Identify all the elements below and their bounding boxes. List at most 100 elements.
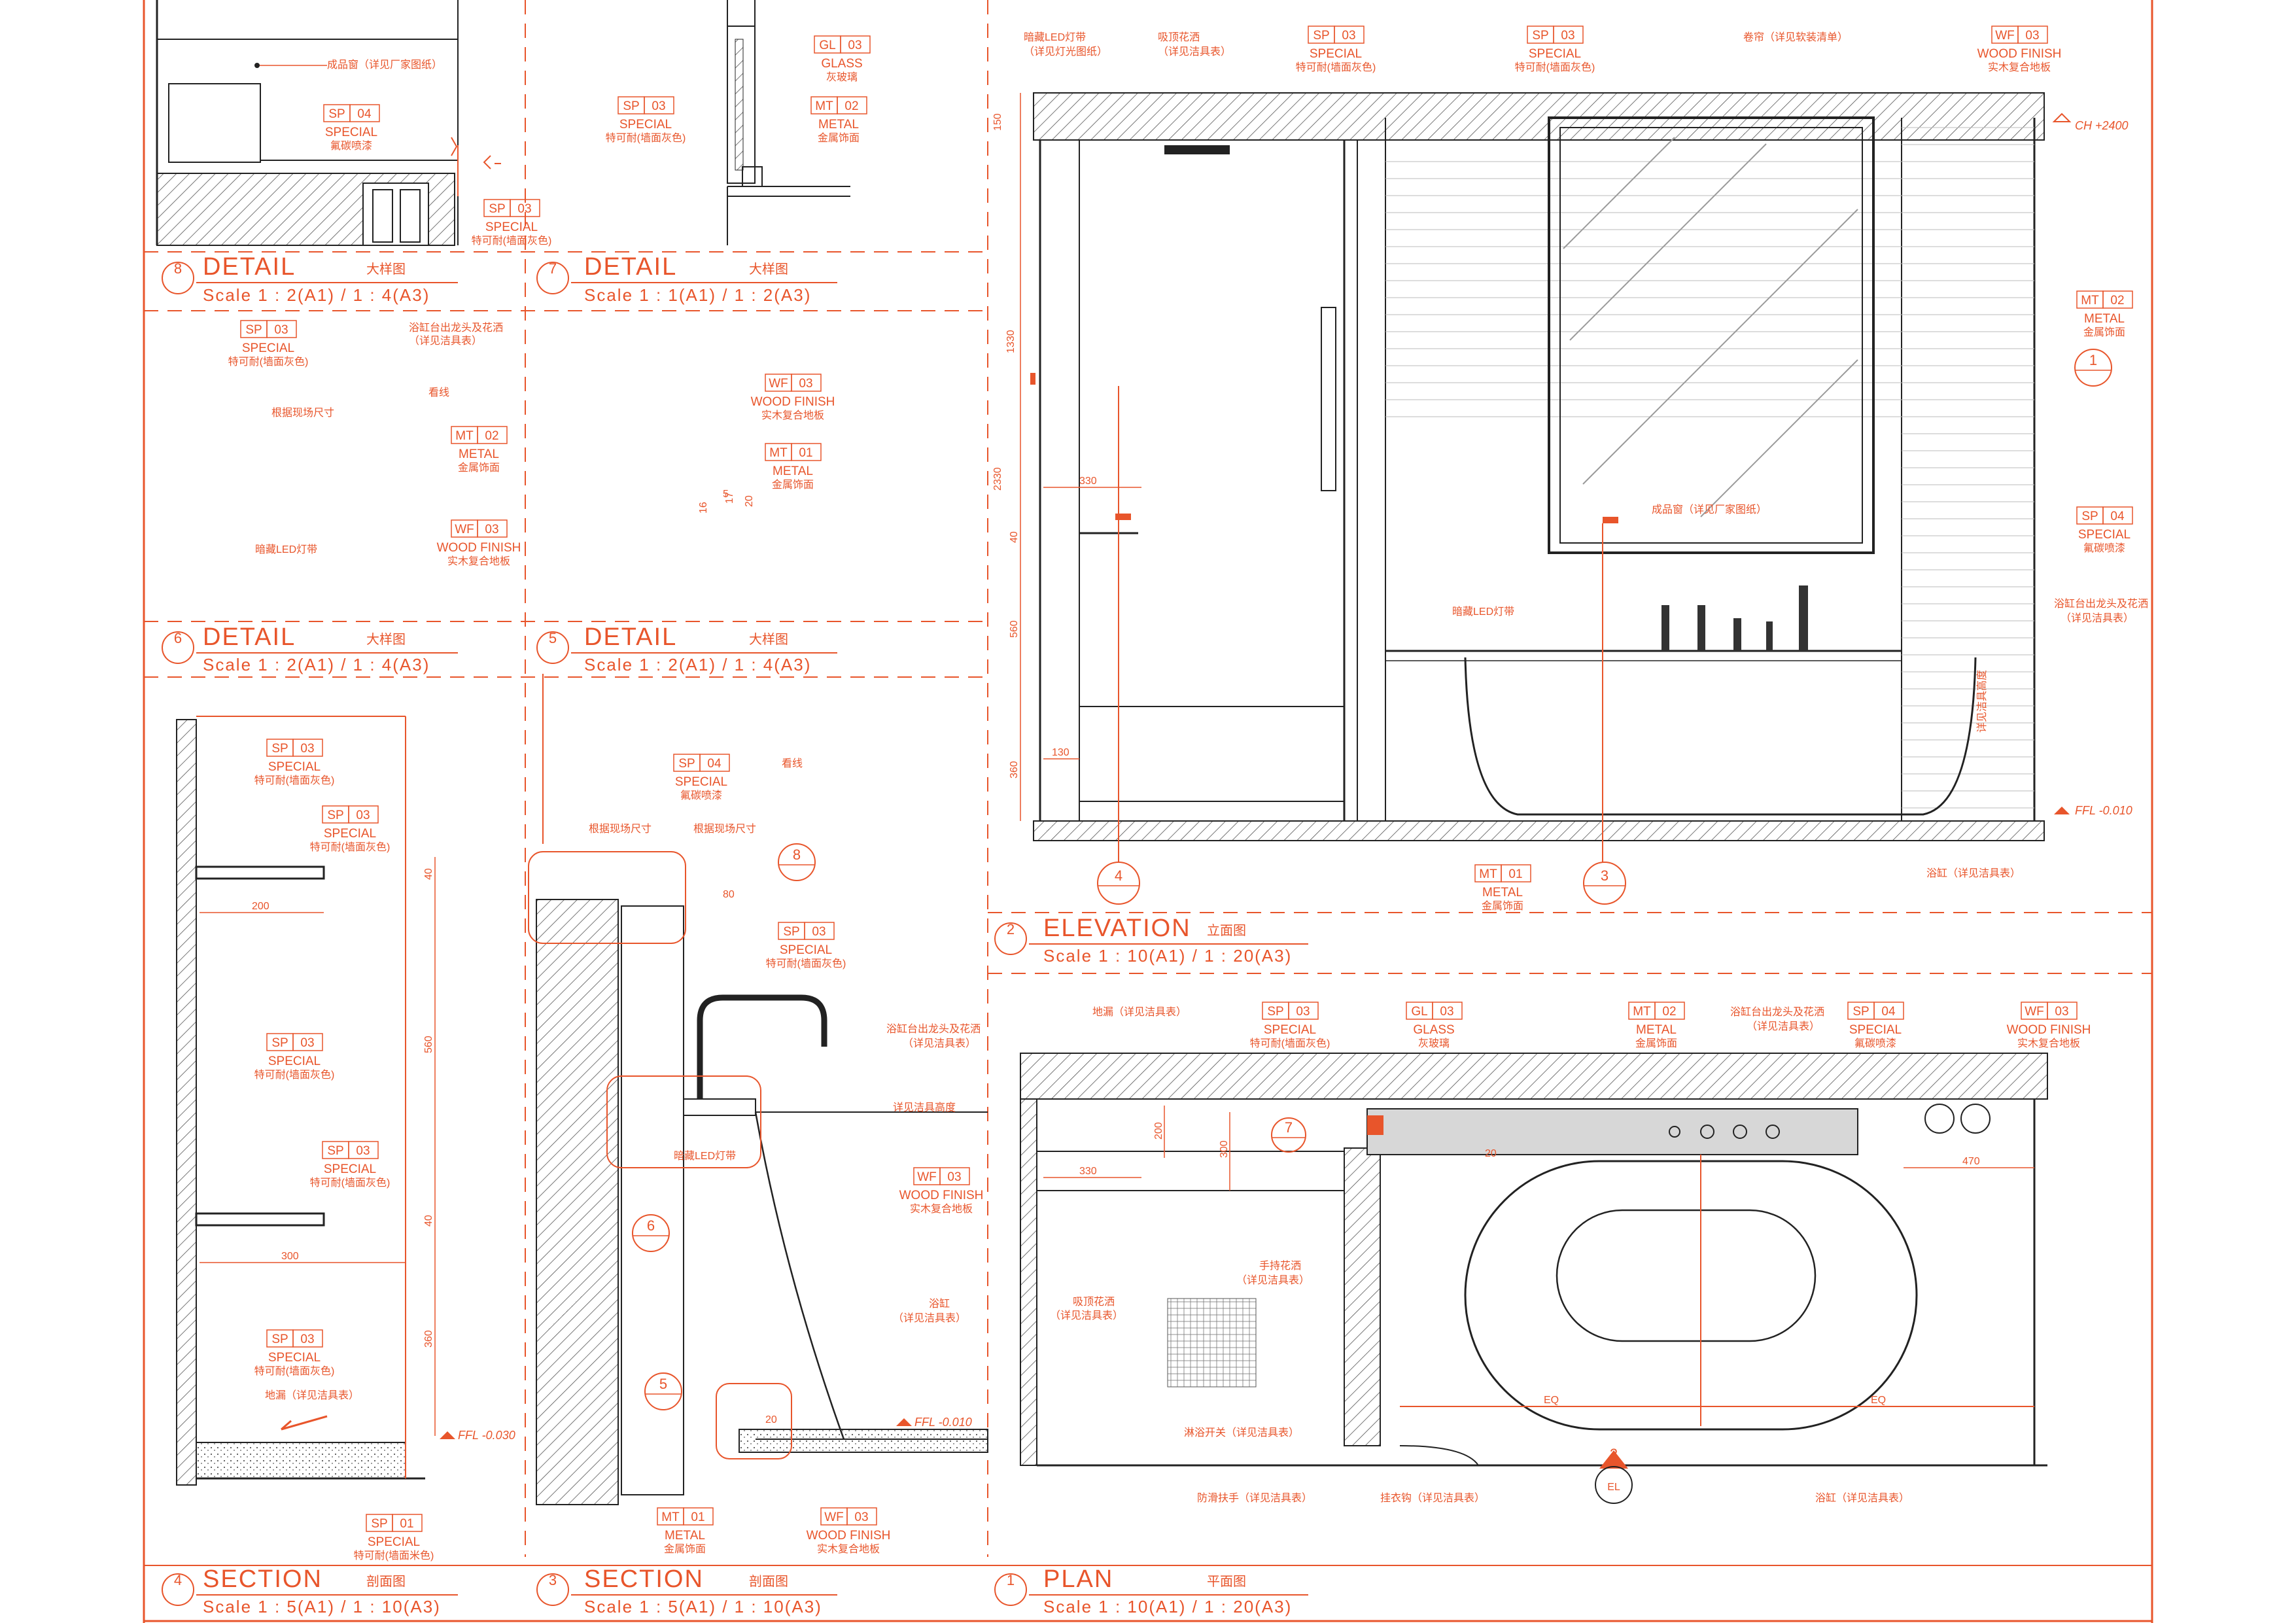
svg-text:SPECIAL: SPECIAL [780, 943, 832, 957]
tag-sp04: SP 04 SPECIAL 氟碳喷漆 [2076, 506, 2133, 554]
svg-text:330: 330 [1079, 1166, 1097, 1177]
note-led: 暗藏LED灯带 [1024, 31, 1086, 43]
svg-text:SPECIAL: SPECIAL [268, 1055, 321, 1068]
tag-mt02: MT 02 METAL 金属饰面 [451, 426, 508, 474]
svg-text:DETAIL: DETAIL [584, 253, 677, 281]
note-ceiling-shower: 吸顶花洒 [1158, 31, 1200, 43]
svg-text:2: 2 [1610, 1446, 1618, 1462]
svg-text:SPECIAL: SPECIAL [324, 1162, 376, 1176]
svg-text:4: 4 [1115, 867, 1122, 884]
tag-wf03: WF 03 WOOD FINISH 实木复合地板 [1977, 26, 2061, 73]
tag-sp03: SP 03 SPECIAL 特可耐(墙面灰色) [1515, 26, 1595, 73]
note-led: 暗藏LED灯带 [255, 544, 317, 555]
svg-text:3: 3 [1601, 867, 1609, 884]
note-tub: 浴缸（详见洁具表） [1926, 867, 2021, 879]
svg-text:6: 6 [647, 1217, 655, 1234]
svg-text:Scale 1 : 5(A1) / 1 : 10(A3): Scale 1 : 5(A1) / 1 : 10(A3) [203, 1597, 441, 1616]
svg-text:5: 5 [659, 1376, 667, 1392]
svg-text:EQ: EQ [1544, 1395, 1559, 1406]
svg-text:金属饰面: 金属饰面 [664, 1543, 706, 1555]
svg-text:03: 03 [652, 99, 665, 113]
tag-sp03: SP 03 SPECIAL 特可耐(墙面灰色) [228, 320, 308, 368]
svg-text:SP: SP [271, 1036, 288, 1050]
svg-text:SPECIAL: SPECIAL [1849, 1023, 1902, 1037]
tag-mt01: MT 01 METAL 金属饰面 [1474, 864, 1531, 912]
svg-text:氟碳喷漆: 氟碳喷漆 [1854, 1038, 1896, 1049]
svg-text:GL: GL [819, 39, 835, 52]
svg-text:360: 360 [423, 1330, 434, 1348]
svg-text:特可耐(墙面灰色): 特可耐(墙面灰色) [766, 958, 846, 969]
svg-text:特可耐(墙面灰色): 特可耐(墙面灰色) [254, 1365, 335, 1377]
svg-text:SP: SP [489, 202, 505, 216]
svg-text:特可耐(墙面灰色): 特可耐(墙面灰色) [1515, 61, 1595, 73]
svg-text:MT: MT [1633, 1005, 1651, 1019]
svg-text:Scale 1 : 5(A1) / 1 : 10(A3): Scale 1 : 5(A1) / 1 : 10(A3) [584, 1597, 822, 1616]
svg-text:40: 40 [1009, 531, 1020, 543]
note-drain: 地漏（详见洁具表） [1092, 1006, 1187, 1018]
d7-dim-5: 5 [723, 489, 729, 500]
svg-text:SP: SP [328, 107, 345, 121]
svg-text:03: 03 [274, 323, 288, 337]
tag-gl03: GL 03 GLASS 灰玻璃 [1406, 1002, 1463, 1049]
svg-text:实木复合地板: 实木复合地板 [817, 1543, 880, 1555]
svg-text:40: 40 [423, 1215, 434, 1227]
note-see-sanitary: （详见洁具表） [1158, 46, 1231, 58]
svg-text:02: 02 [485, 429, 498, 443]
svg-text:FFL -0.030: FFL -0.030 [458, 1429, 515, 1442]
sheet-frame [143, 0, 2153, 1623]
svg-text:7: 7 [549, 260, 557, 277]
svg-text:MT: MT [455, 429, 474, 443]
svg-text:金属饰面: 金属饰面 [1482, 900, 1523, 912]
svg-text:灰玻璃: 灰玻璃 [826, 71, 858, 83]
svg-text:METAL: METAL [459, 447, 499, 461]
svg-text:SP: SP [1267, 1005, 1283, 1019]
note-see-sanitary: （详见洁具表） [1236, 1274, 1310, 1286]
svg-text:灰玻璃: 灰玻璃 [1418, 1038, 1450, 1049]
svg-text:Scale 1 : 2(A1) / 1 : 4(A3): Scale 1 : 2(A1) / 1 : 4(A3) [584, 655, 811, 674]
svg-text:300: 300 [281, 1251, 299, 1262]
note-see-sanitary: （详见洁具表） [1050, 1310, 1123, 1321]
svg-text:特可耐(墙面灰色): 特可耐(墙面灰色) [1296, 61, 1376, 73]
title-section-3: 3 SECTION 剖面图 Scale 1 : 5(A1) / 1 : 10(A… [536, 1565, 837, 1616]
svg-text:1: 1 [1007, 1572, 1015, 1588]
note-hook: 挂衣钩（详见洁具表） [1380, 1492, 1485, 1504]
tag-sp03: SP 03 SPECIAL 特可耐(墙面灰色) [766, 922, 846, 969]
note-tub-short: 浴缸 [929, 1297, 950, 1310]
svg-text:330: 330 [1079, 476, 1097, 487]
svg-text:FFL -0.010: FFL -0.010 [914, 1416, 972, 1429]
d5-dim-80: 80 [723, 889, 735, 900]
svg-text:SPECIAL: SPECIAL [268, 760, 321, 774]
svg-text:MT: MT [1479, 867, 1497, 881]
svg-text:03: 03 [300, 1333, 314, 1346]
svg-text:DETAIL: DETAIL [203, 623, 296, 651]
plan-dimensions: 330 200 300 20 470 EQ EQ [1043, 1106, 2034, 1406]
elevation-dimensions: 150 1330 2330 40 560 360 330 130 [992, 93, 1141, 821]
svg-text:SPECIAL: SPECIAL [268, 1351, 321, 1365]
svg-text:130: 130 [1052, 747, 1070, 758]
tag-sp03: SP 03 SPECIAL 特可耐(墙面灰色) [1296, 26, 1376, 73]
svg-text:特可耐(墙面灰色): 特可耐(墙面灰色) [472, 235, 552, 247]
svg-text:EQ: EQ [1871, 1395, 1886, 1406]
svg-text:METAL: METAL [2084, 312, 2125, 326]
svg-text:200: 200 [252, 901, 270, 912]
title-scale: Scale 1 : 2(A1) / 1 : 4(A3) [203, 285, 430, 305]
tag-sp03: SP 03 SPECIAL 特可耐(墙面灰色) [310, 1141, 391, 1189]
svg-text:实木复合地板: 实木复合地板 [1988, 61, 2051, 73]
svg-text:SPECIAL: SPECIAL [324, 827, 376, 841]
svg-text:8: 8 [793, 846, 801, 863]
svg-text:WF: WF [1995, 29, 2015, 43]
note-window: 成品窗（详见厂家图纸） [1652, 504, 1767, 515]
svg-text:04: 04 [1881, 1005, 1896, 1019]
title-elevation-2: 2 ELEVATION 立面图 Scale 1 : 10(A1) / 1 : 2… [994, 915, 1308, 966]
svg-text:150: 150 [992, 113, 1003, 131]
svg-text:特可耐(墙面灰色): 特可耐(墙面灰色) [606, 132, 686, 144]
svg-text:SPECIAL: SPECIAL [368, 1535, 420, 1549]
svg-text:金属饰面: 金属饰面 [818, 132, 860, 144]
svg-text:特可耐(墙面灰色): 特可耐(墙面灰色) [310, 1177, 391, 1189]
tag-wf03: WF 03 WOOD FINISH 实木复合地板 [807, 1507, 890, 1555]
svg-text:氟碳喷漆: 氟碳喷漆 [2083, 542, 2125, 554]
svg-text:WOOD FINISH: WOOD FINISH [437, 541, 521, 555]
svg-text:03: 03 [356, 1144, 370, 1158]
title-plan-1: 1 PLAN 平面图 Scale 1 : 10(A1) / 1 : 20(A3) [994, 1565, 1308, 1616]
